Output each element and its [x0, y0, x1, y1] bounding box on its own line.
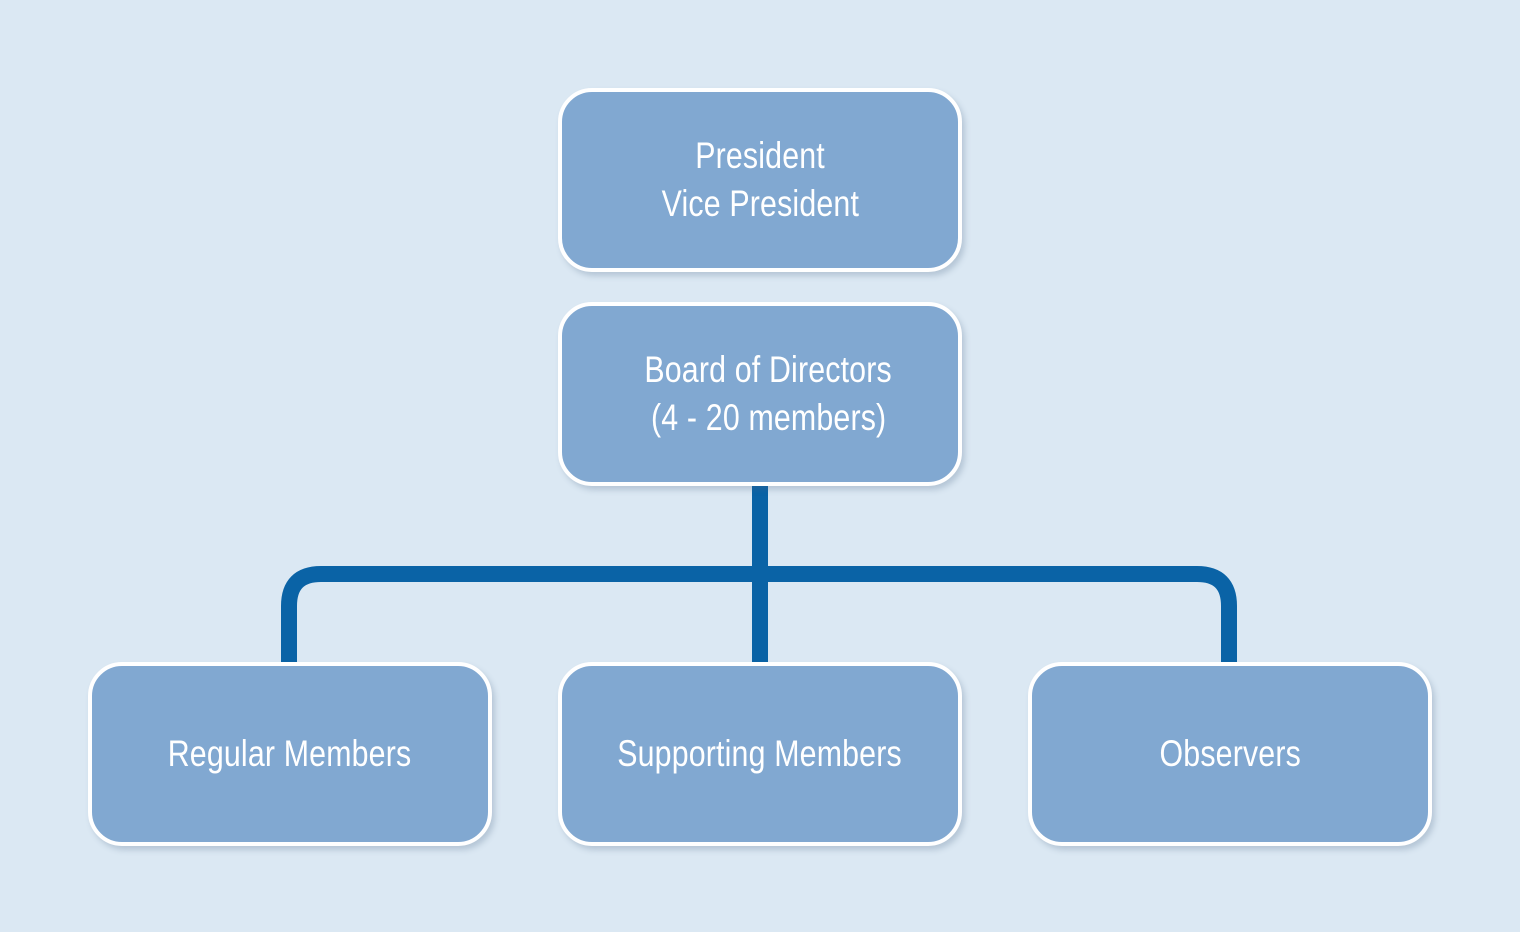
board-title: Board of Directors	[644, 349, 892, 390]
connector-horizontal-branch	[281, 566, 1237, 662]
supporting-members-node: Supporting Members	[558, 662, 962, 846]
observers-label: Observers	[1159, 733, 1301, 774]
regular-members-label: Regular Members	[168, 733, 412, 774]
president-node: President Vice President	[558, 88, 962, 272]
regular-members-node: Regular Members	[88, 662, 492, 846]
president-label: President	[695, 135, 825, 176]
observers-node: Observers	[1028, 662, 1432, 846]
supporting-members-label: Supporting Members	[617, 733, 903, 774]
vice-president-label: Vice President	[661, 183, 859, 224]
board-size-label: (4 - 20 members)	[650, 397, 886, 438]
board-of-directors-node: Board of Directors (4 - 20 members)	[558, 302, 962, 486]
